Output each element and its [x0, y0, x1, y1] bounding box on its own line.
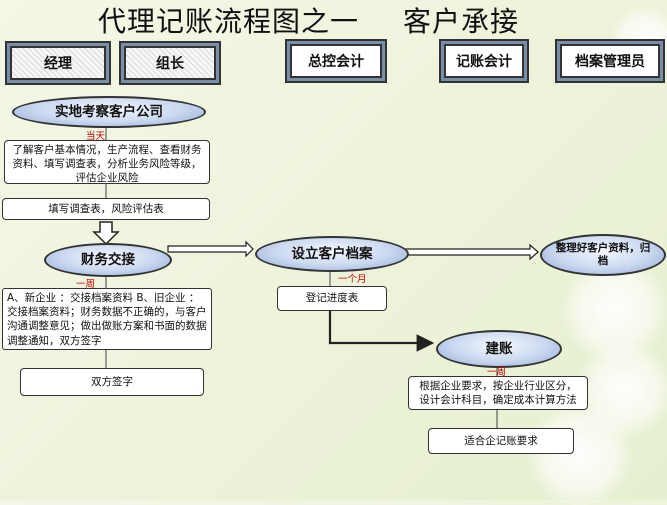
role-chief-accountant: 总控会计 — [290, 44, 382, 78]
node-label: 整理好客户资料，归档 — [555, 242, 651, 267]
lily-flower-decoration — [520, 405, 640, 505]
node-site-inspection: 实地考察客户公司 — [12, 96, 206, 128]
role-manager: 经理 — [10, 46, 106, 80]
timing-label: 当天 — [86, 131, 106, 142]
form-text: 填写调查表，风险评估表 — [48, 203, 164, 215]
desc-box-handover: A、新企业 ：交接档案资料 B、旧企业 ：交接档案资料；财务数据不正确的，与客户… — [2, 288, 212, 350]
role-label: 经理 — [44, 56, 72, 72]
role-archivist: 档案管理员 — [560, 44, 660, 78]
node-setup-books: 建账 — [436, 330, 562, 368]
timing-label: 一周 — [76, 279, 96, 290]
node-client-file: 设立客户档案 — [255, 236, 409, 272]
sign-box: 双方签字 — [20, 368, 204, 396]
form-box-books: 适合企记账要求 — [428, 428, 574, 454]
desc-box-books: 根据企业要求，按企业行业区分，设计会计科目，确定成本计算方法 — [408, 376, 588, 410]
sign-text: 双方签字 — [91, 376, 133, 388]
timing-label: 一周 — [487, 367, 507, 378]
form-text: 适合企记账要求 — [464, 435, 538, 447]
role-team-leader: 组长 — [124, 46, 216, 80]
role-label: 档案管理员 — [575, 54, 645, 70]
title-main: 代理记账流程图之一 — [98, 5, 360, 38]
node-financial-handover: 财务交接 — [44, 243, 172, 277]
form-text: 登记进度表 — [305, 292, 359, 304]
node-label: 设立客户档案 — [291, 245, 373, 262]
form-box-progress: 登记进度表 — [277, 286, 387, 311]
role-label: 记账会计 — [456, 54, 512, 70]
timing-label: 一个月 — [338, 274, 367, 285]
elbow-arrow — [328, 311, 435, 352]
desc-box-inspection: 了解客户基本情况，生产流程、查看财务资料、填写调查表，分析业务风险等级，评估企业… — [4, 140, 210, 184]
role-bookkeeper: 记账会计 — [444, 44, 524, 78]
node-label: 实地考察客户公司 — [55, 103, 163, 120]
node-label: 财务交接 — [81, 251, 135, 268]
down-arrow — [92, 221, 120, 246]
desc-text: A、新企业 ：交接档案资料 B、旧企业 ：交接档案资料；财务数据不正确的，与客户… — [7, 292, 207, 347]
node-label: 建账 — [485, 340, 513, 357]
form-box-survey: 填写调查表，风险评估表 — [2, 198, 210, 220]
role-label: 组长 — [156, 56, 184, 72]
node-archive: 整理好客户资料，归档 — [540, 234, 666, 276]
desc-text: 根据企业要求，按企业行业区分，设计会计科目，确定成本计算方法 — [419, 380, 577, 407]
title-sub: 客户承接 — [403, 5, 520, 38]
page-title: 代理记账流程图之一 客户承接 — [98, 0, 519, 40]
double-arrow — [405, 243, 539, 261]
desc-text: 了解客户基本情况，生产流程、查看财务资料、填写调查表，分析业务风险等级，评估企业… — [12, 144, 202, 185]
role-label: 总控会计 — [308, 54, 364, 70]
double-arrow — [167, 240, 254, 258]
